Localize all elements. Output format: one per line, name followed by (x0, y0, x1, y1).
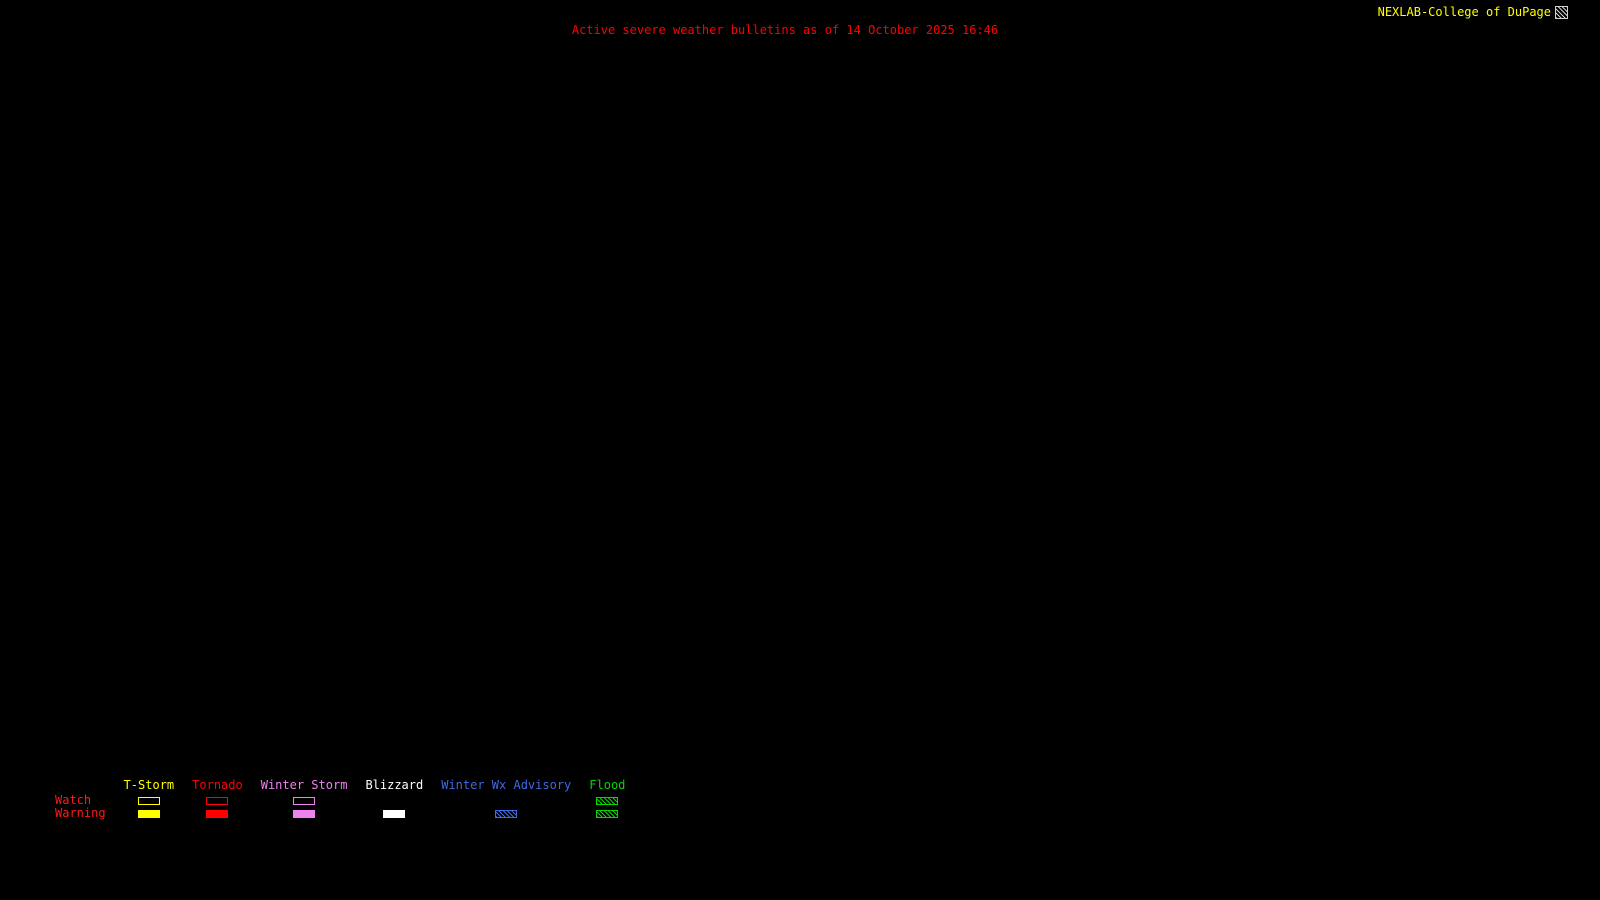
brand: NEXLAB-College of DuPage (1378, 5, 1568, 19)
legend-label-tornado: Tornado (192, 778, 243, 792)
flood-watch-row (596, 794, 619, 807)
blizzard-warning-swatch (383, 809, 406, 818)
legend-column-winter-wx-advisory: Winter Wx Advisory (441, 778, 571, 820)
page-title: Active severe weather bulletins as of 14… (571, 23, 999, 37)
winter-storm-warning-swatch (293, 809, 316, 818)
winter-wx-advisory-warning-row (495, 807, 518, 820)
legend-column-tornado: Tornado (192, 778, 243, 820)
legend-row-labels: Watch Warning (55, 778, 106, 820)
blizzard-warning-row (383, 807, 406, 820)
tornado-watch-swatch (206, 796, 229, 805)
legend-column-flood: Flood (589, 778, 625, 820)
legend-watch-label: Watch (55, 793, 92, 807)
tstorm-watch-swatch (137, 796, 160, 805)
tstorm-warning-swatch (137, 809, 160, 818)
winter-wx-advisory-warning-swatch (495, 809, 518, 818)
legend-label-winter-storm: Winter Storm (260, 778, 348, 792)
flood-watch-swatch (596, 796, 619, 805)
tstorm-watch-row (137, 794, 160, 807)
flood-warning-swatch (596, 809, 619, 818)
legend-column-blizzard: Blizzard (365, 778, 423, 820)
legend-row-spacer (55, 778, 106, 794)
flood-warning-row (596, 807, 619, 820)
winter-storm-watch-swatch (293, 796, 316, 805)
legend-label-tstorm: T-Storm (123, 778, 175, 792)
tstorm-warning-row (137, 807, 160, 820)
legend-warning-label: Warning (55, 806, 106, 820)
legend-label-flood: Flood (589, 778, 626, 792)
brand-text: NEXLAB-College of DuPage (1377, 5, 1551, 19)
tornado-watch-row (206, 794, 229, 807)
tornado-warning-row (206, 807, 229, 820)
winter-wx-advisory-watch-row (495, 794, 517, 807)
winter-storm-warning-row (293, 807, 316, 820)
legend-label-blizzard: Blizzard (365, 778, 424, 792)
tornado-warning-swatch (206, 809, 229, 818)
legend-column-winter-storm: Winter Storm (260, 778, 348, 820)
blizzard-watch-row (383, 794, 405, 807)
legend-column-tstorm: T-Storm (123, 778, 175, 820)
legend-label-winter-wx-advisory: Winter Wx Advisory (441, 778, 572, 792)
nexlab-logo-icon (1555, 5, 1568, 19)
winter-storm-watch-row (293, 794, 316, 807)
legend: Watch Warning T-Storm Tornado Winter Sto… (55, 778, 625, 820)
